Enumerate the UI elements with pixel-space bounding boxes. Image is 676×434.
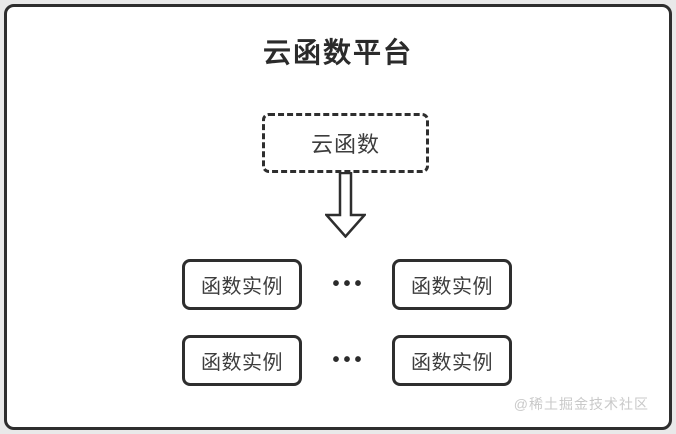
instance-node: 函数实例 [392,335,512,386]
instance-label: 函数实例 [201,276,283,298]
instance-label: 函数实例 [411,352,493,374]
instance-node: 函数实例 [182,335,302,386]
instance-node: 函数实例 [392,259,512,310]
instance-label: 函数实例 [201,352,283,374]
instance-label: 函数实例 [411,276,493,298]
ellipsis-dots: ••• [332,273,366,295]
cloud-function-label: 云函数 [310,132,380,157]
page-title: 云函数平台 [262,37,413,68]
watermark: @稀土掘金技术社区 [513,396,649,412]
instance-node: 函数实例 [182,259,302,310]
ellipsis-dots: ••• [332,349,366,371]
platform-frame: 云函数平台 云函数 函数实例 ••• 函数实例 函数实例 ••• 函数实例 @稀… [4,4,672,430]
down-arrow-icon [325,172,366,238]
cloud-function-node: 云函数 [262,113,429,173]
